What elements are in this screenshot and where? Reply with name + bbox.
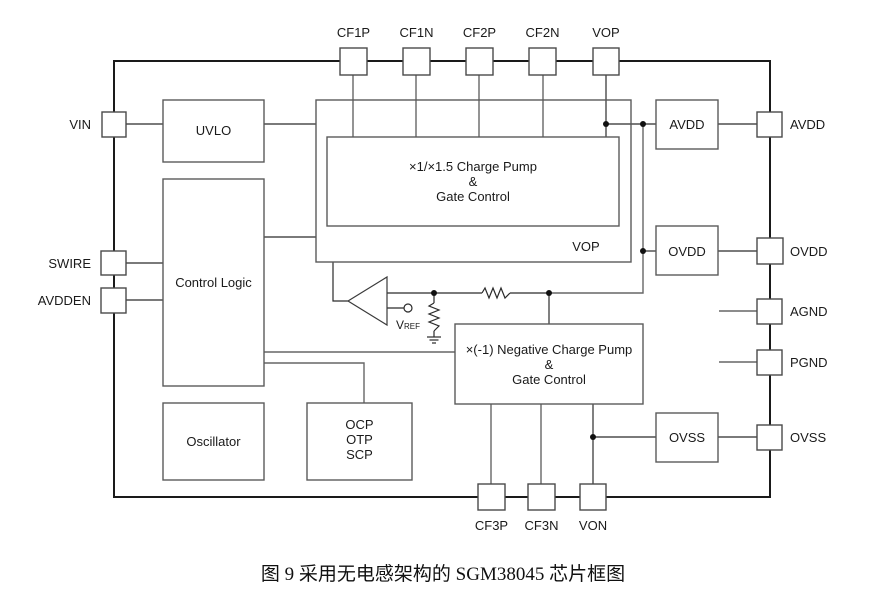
- pad-swire: [100, 250, 127, 276]
- pin-label-cf1p: CF1P: [337, 25, 370, 40]
- protection-block: [306, 402, 413, 481]
- uvlo-label: UVLO: [196, 123, 231, 138]
- left-pins: VIN SWIRE AVDDEN: [38, 111, 127, 314]
- pad-avdden: [100, 287, 127, 314]
- ovss-block-label: OVSS: [669, 430, 705, 445]
- vop-block: [315, 99, 632, 263]
- pin-label-swire: SWIRE: [48, 256, 91, 271]
- uvlo-block: [162, 99, 265, 163]
- ovss-block: [655, 412, 719, 463]
- oscillator-label: Oscillator: [186, 434, 241, 449]
- ovdd-block: [655, 225, 719, 276]
- pad-von: [579, 483, 607, 511]
- pad-cf2n: [528, 47, 557, 76]
- neg-cp-line2: &: [545, 357, 554, 372]
- neg-cp-line1: ×(-1) Negative Charge Pump: [466, 342, 633, 357]
- positive-charge-pump-block: [326, 136, 620, 227]
- pin-label-cf1n: CF1N: [400, 25, 434, 40]
- junction-dots: [431, 121, 646, 440]
- pin-label-avdden: AVDDEN: [38, 293, 91, 308]
- pos-cp-line2: &: [469, 174, 478, 189]
- pin-label-cf2n: CF2N: [526, 25, 560, 40]
- pos-cp-line3: Gate Control: [436, 189, 510, 204]
- chip-outline: [113, 60, 771, 498]
- pad-vin: [101, 111, 127, 138]
- pad-cf1n: [402, 47, 431, 76]
- pad-ovss: [756, 424, 783, 451]
- otp-label: OTP: [346, 432, 373, 447]
- pad-cf3p: [477, 483, 506, 511]
- right-pins: AVDD OVDD AGND PGND OVSS: [756, 111, 828, 451]
- pin-label-ovdd: OVDD: [790, 244, 828, 259]
- pad-vop: [592, 47, 620, 76]
- pad-cf3n: [527, 483, 556, 511]
- pad-ovdd: [756, 237, 784, 265]
- pos-cp-line1: ×1/×1.5 Charge Pump: [409, 159, 537, 174]
- ovdd-block-label: OVDD: [668, 244, 706, 259]
- control-logic-block: [162, 178, 265, 387]
- avdd-block-label: AVDD: [669, 117, 704, 132]
- pad-pgnd: [756, 349, 783, 376]
- pin-label-cf3p: CF3P: [475, 518, 508, 533]
- figure-caption: 图 9 采用无电感架构的 SGM38045 芯片框图: [261, 563, 625, 585]
- pin-label-vin: VIN: [69, 117, 91, 132]
- neg-cp-line3: Gate Control: [512, 372, 586, 387]
- pin-label-ovss: OVSS: [790, 430, 826, 445]
- pin-label-cf3n: CF3N: [525, 518, 559, 533]
- bottom-pins: CF3P CF3N VON: [475, 483, 607, 533]
- feedback-resistor: [481, 286, 511, 300]
- pad-cf1p: [339, 47, 368, 76]
- top-pins: CF1P CF1N CF2P CF2N VOP: [337, 25, 620, 76]
- vref-terminal: [403, 303, 413, 313]
- negative-charge-pump-block: [454, 323, 644, 405]
- pad-cf2p: [465, 47, 494, 76]
- error-amplifier: [346, 275, 388, 327]
- control-logic-label: Control Logic: [175, 275, 252, 290]
- ocp-label: OCP: [345, 417, 373, 432]
- scp-label: SCP: [346, 447, 373, 462]
- pin-label-cf2p: CF2P: [463, 25, 496, 40]
- ground-resistor: [427, 302, 441, 332]
- pin-label-von: VON: [579, 518, 607, 533]
- pad-agnd: [756, 298, 783, 325]
- pad-avdd: [756, 111, 783, 138]
- pin-label-agnd: AGND: [790, 304, 828, 319]
- pin-label-avdd: AVDD: [790, 117, 825, 132]
- oscillator-block: [162, 402, 265, 481]
- pin-label-vop: VOP: [592, 25, 619, 40]
- vop-block-label: VOP: [572, 239, 599, 254]
- ground-icon: [427, 336, 441, 344]
- vref-label: VREF: [396, 318, 420, 332]
- avdd-block: [655, 99, 719, 150]
- pin-label-pgnd: PGND: [790, 355, 828, 370]
